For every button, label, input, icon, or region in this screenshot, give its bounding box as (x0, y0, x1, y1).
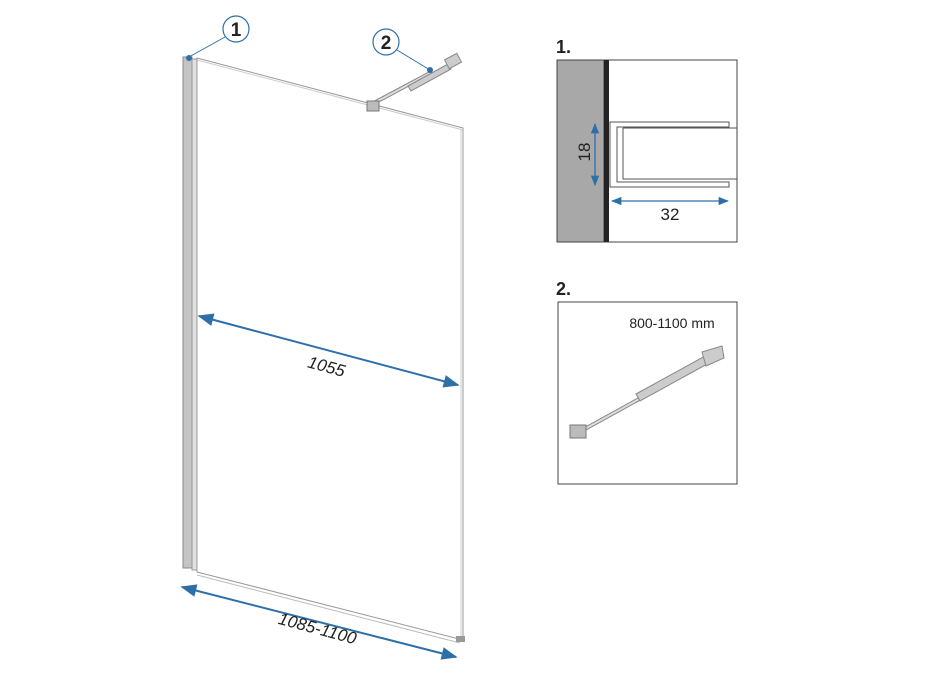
callout-2-label: 2 (381, 33, 392, 54)
stabilizer-bar (366, 52, 463, 112)
detail-1-profile-section: 18 32 (556, 59, 738, 243)
detail-1-title: 1. (556, 37, 571, 57)
depth-dim-label: 32 (661, 205, 680, 224)
callout-1: 1 (188, 15, 250, 58)
wall-profile (182, 55, 198, 571)
detail-2-stabilizer-bar: 800-1100 mm (557, 301, 738, 485)
callout-1-label: 1 (231, 20, 242, 41)
range-label: 800-1100 mm (629, 315, 714, 331)
detail-2-title: 2. (556, 279, 571, 299)
height-dim-label: 18 (575, 143, 594, 162)
callout-2: 2 (372, 28, 431, 71)
total-width-label: 1085-1100 (276, 609, 359, 648)
